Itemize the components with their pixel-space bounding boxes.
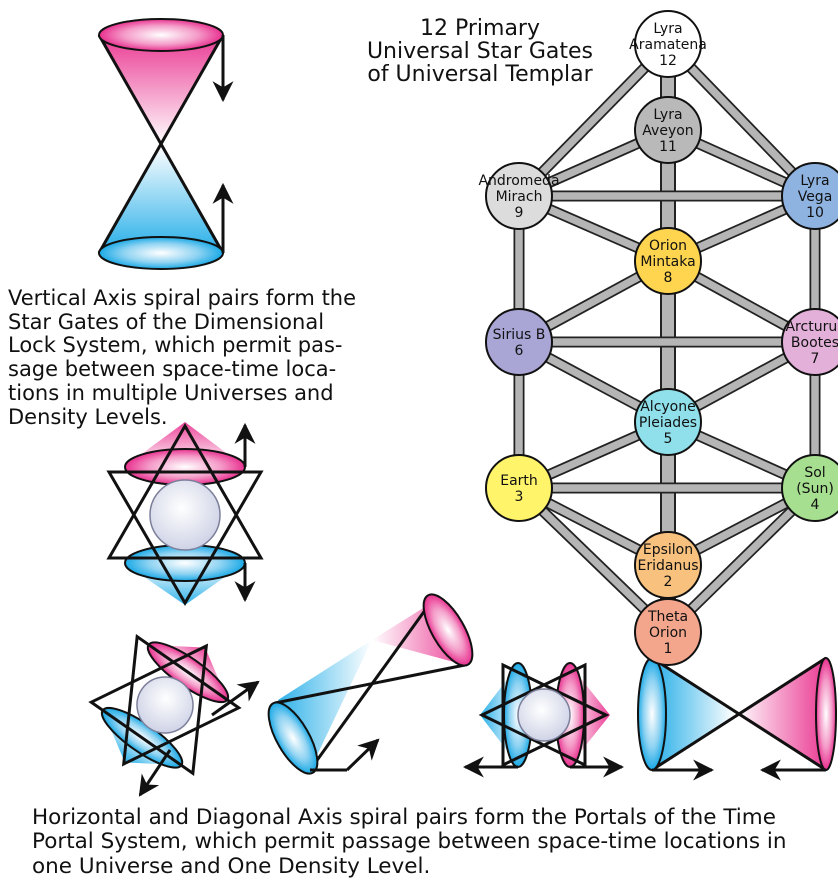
star-gate-6: Sirius B6 xyxy=(485,308,553,376)
horizontal-spiral-pair xyxy=(637,656,837,781)
star-gate-label-11-0: Lyra xyxy=(653,107,682,123)
star-gate-label-1-0: Theta xyxy=(647,609,688,625)
star-gate-label-5-2: 5 xyxy=(664,431,673,447)
star-gate-label-8-1: Mintaka xyxy=(640,254,695,270)
gate-connection-fill-12-10 xyxy=(665,41,818,199)
star-gate-circle-7 xyxy=(781,308,838,376)
star-gate-label-7-2: 7 xyxy=(811,351,820,367)
star-gate-label-11-2: 11 xyxy=(659,139,677,155)
star-gate-label-4-1: (Sun) xyxy=(796,481,834,497)
vertical-axis-caption: Vertical Axis spiral pairs form the Star… xyxy=(8,286,357,429)
gate-connection-fill-12-9 xyxy=(516,41,671,199)
star-gate-label-9-1: Mirach xyxy=(496,189,543,205)
star-gate-circle-9 xyxy=(485,162,553,230)
star-gate-label-9-2: 9 xyxy=(515,205,524,221)
gate-connection-fill-3-1 xyxy=(516,485,671,635)
star-gate-label-6-0: Sirius B xyxy=(493,327,546,343)
star-gate-label-5-1: Pleiades xyxy=(639,415,697,431)
diagonal-spiral-pair xyxy=(267,593,474,775)
horizontal-axis-caption: Horizontal and Diagonal Axis spiral pair… xyxy=(32,805,787,879)
star-gate-circle-4 xyxy=(781,454,838,522)
star-gate-label-3-0: Earth xyxy=(500,473,538,489)
star-gate-circle-10 xyxy=(781,162,838,230)
star-gate-label-12-0: Lyra xyxy=(653,21,682,37)
vertical-star-tetrahedron xyxy=(106,422,264,606)
star-gate-label-7-0: Arcturus xyxy=(785,319,838,335)
star-gate-nodes: LyraAramatena12LyraAveyon11AndromedaMira… xyxy=(478,10,838,666)
star-gate-label-6-1: 6 xyxy=(515,343,524,359)
star-gate-label-4-0: Sol xyxy=(804,465,825,481)
star-gate-4: Sol(Sun)4 xyxy=(781,454,838,522)
star-gate-label-8-0: Orion xyxy=(649,238,687,254)
star-gate-label-2-0: Epsilon xyxy=(643,542,693,558)
star-gate-circle-6 xyxy=(485,308,553,376)
diagonal-star-tetrahedron xyxy=(88,633,242,777)
star-gate-label-5-0: Alcyone xyxy=(640,399,696,415)
star-gate-circle-1 xyxy=(634,598,702,666)
star-gate-label-10-1: Vega xyxy=(798,189,833,205)
star-gate-label-1-2: 1 xyxy=(664,641,673,657)
star-gate-label-7-1: Bootes xyxy=(791,335,838,351)
star-gate-label-4-2: 4 xyxy=(811,497,820,513)
star-gate-label-10-2: 10 xyxy=(806,205,824,221)
star-gate-label-8-2: 8 xyxy=(664,270,673,286)
star-gate-label-1-1: Orion xyxy=(649,625,687,641)
star-gate-circle-3 xyxy=(485,454,553,522)
star-gate-label-12-2: 12 xyxy=(659,53,677,69)
star-gate-circle-8 xyxy=(634,227,702,295)
star-gate-label-3-1: 3 xyxy=(515,489,524,505)
vertical-spiral-pair xyxy=(97,18,234,270)
star-gate-circle-5 xyxy=(634,388,702,456)
star-gate-label-10-0: Lyra xyxy=(800,173,829,189)
star-gate-label-11-1: Aveyon xyxy=(642,123,693,139)
star-gate-circle-12 xyxy=(634,10,702,78)
arrow-down-left xyxy=(138,749,172,797)
star-gate-label-2-1: Eridanus xyxy=(638,558,699,574)
arrow-up-right xyxy=(211,680,260,717)
star-gate-label-9-0: Andromeda xyxy=(478,173,559,189)
horizontal-star-tetrahedron xyxy=(462,662,625,778)
diagram-title: 12 Primary Universal Star Gates of Unive… xyxy=(366,16,594,88)
star-gate-circle-11 xyxy=(634,96,702,164)
star-gate-7: ArcturusBootes7 xyxy=(781,308,838,376)
star-gate-label-12-1: Aramatena xyxy=(629,37,707,53)
star-gate-label-2-2: 2 xyxy=(664,574,673,590)
gate-connection-fill-4-1 xyxy=(665,485,818,635)
